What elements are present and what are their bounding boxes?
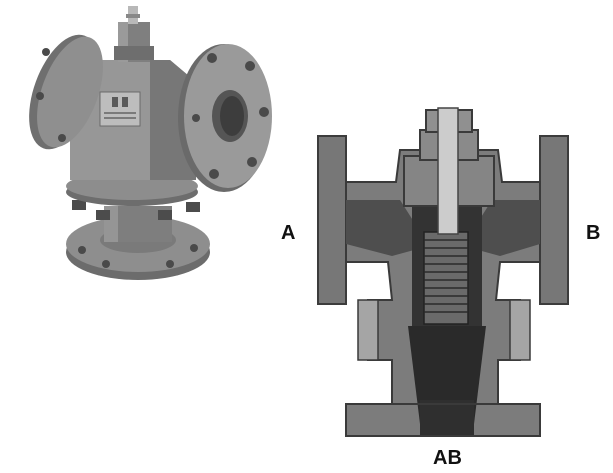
port-label-a: A xyxy=(281,222,296,244)
valve-stem xyxy=(437,107,459,235)
valve-photo xyxy=(29,6,272,280)
valve-plug xyxy=(423,231,469,325)
section-bore-ab xyxy=(408,326,486,424)
section-left-flange xyxy=(317,135,347,305)
section-right-flange xyxy=(539,135,569,305)
port-label-ab: AB xyxy=(433,447,462,469)
name-plate xyxy=(99,91,141,127)
port-label-b: B xyxy=(586,222,601,244)
valve-cross-section xyxy=(317,107,569,437)
